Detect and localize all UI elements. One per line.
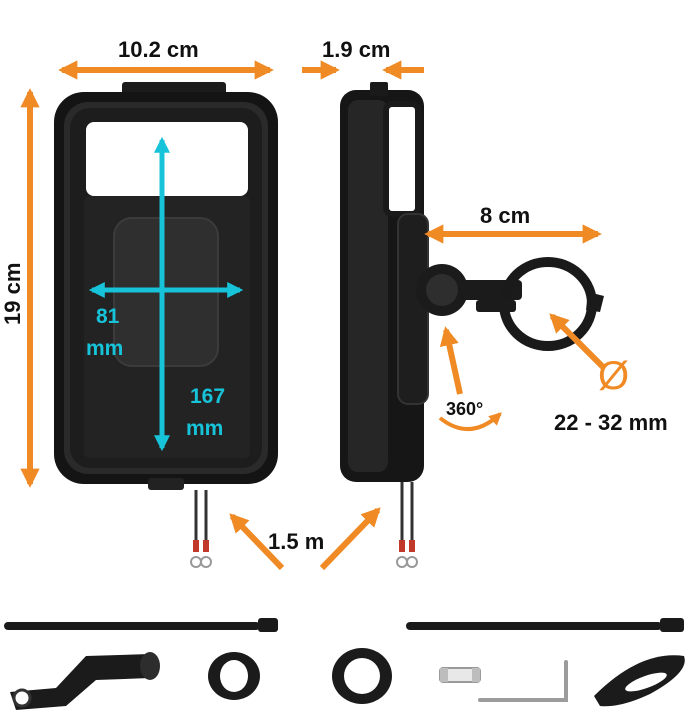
rotation-arrow xyxy=(439,326,463,395)
diameter-icon: Ø xyxy=(598,354,630,398)
phone-case-front xyxy=(54,82,278,568)
accessories xyxy=(4,618,685,710)
rotate-360-icon xyxy=(438,412,502,432)
mirror-adapter xyxy=(10,652,160,710)
width-label: 10.2 cm xyxy=(118,37,199,62)
cable-tie-left xyxy=(4,618,278,632)
dimension-arrows xyxy=(20,60,607,571)
height-label: 19 cm xyxy=(0,262,25,325)
cable-tie-right xyxy=(406,618,684,632)
inner-height-unit: mm xyxy=(186,417,224,440)
spacer-ring-large xyxy=(332,648,392,704)
inner-width-unit: mm xyxy=(86,337,124,360)
rubber-strap xyxy=(594,655,685,707)
phone-case-side xyxy=(340,82,604,568)
clamp-arrow xyxy=(549,313,607,371)
spacer-ring-small xyxy=(208,652,260,700)
depth-label: 1.9 cm xyxy=(322,37,391,62)
inner-height-value: 167 xyxy=(190,385,226,408)
cable-length-label: 1.5 m xyxy=(268,529,325,554)
hex-key xyxy=(478,660,568,702)
inner-width-value: 81 xyxy=(96,305,120,328)
fuse xyxy=(439,667,481,683)
rotation-label: 360° xyxy=(446,399,484,419)
clamp-range-label: 22 - 32 mm xyxy=(554,410,668,435)
arm-length-label: 8 cm xyxy=(480,203,531,228)
cable-arrow-right xyxy=(319,507,381,571)
cable-arrow-left xyxy=(229,513,285,571)
inner-dimension-arrows xyxy=(88,136,244,452)
